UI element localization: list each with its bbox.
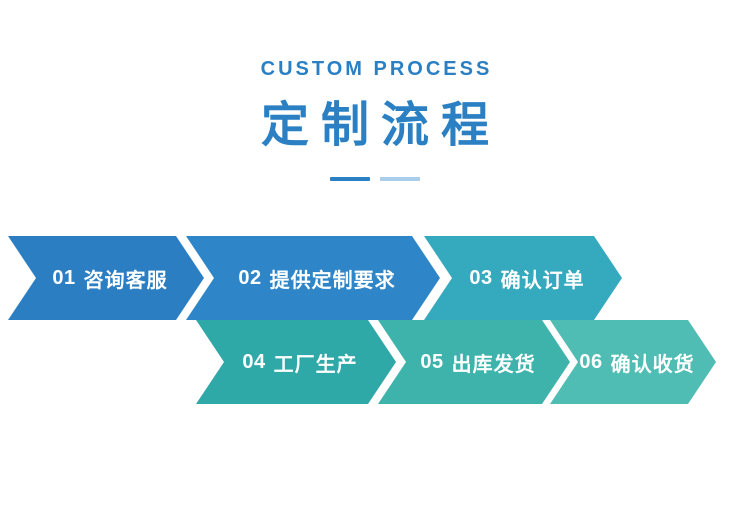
step-number: 04 <box>242 350 266 373</box>
step-label: 确认订单 <box>500 269 585 292</box>
process-step: 03 确认订单 <box>424 236 622 320</box>
step-number: 05 <box>420 350 444 373</box>
title-divider <box>0 177 750 182</box>
section-subtitle: CUSTOM PROCESS <box>260 58 493 80</box>
page-title: 定制流程 <box>260 99 501 152</box>
process-step: 04 工厂生产 <box>196 320 396 404</box>
step-number: 02 <box>238 266 262 289</box>
divider-segment-dark <box>330 177 370 182</box>
step-label: 工厂生产 <box>273 353 358 376</box>
step-label: 咨询客服 <box>83 269 168 292</box>
step-number: 01 <box>52 266 76 289</box>
step-number: 03 <box>469 266 493 289</box>
process-step: 01 咨询客服 <box>8 236 204 320</box>
process-step: 06 确认收货 <box>550 320 716 404</box>
step-label: 出库发货 <box>451 353 536 376</box>
divider-segment-light <box>380 177 420 182</box>
header: CUSTOM PROCESS 定制流程 <box>0 0 750 182</box>
process-flow: 01 咨询客服 02 提供定制要求 03 确认订单 04 工厂生产 05 出库发… <box>0 236 750 404</box>
step-label: 提供定制要求 <box>269 269 396 292</box>
process-step: 05 出库发货 <box>378 320 570 404</box>
step-label: 确认收货 <box>610 353 695 376</box>
step-number: 06 <box>579 350 603 373</box>
process-step: 02 提供定制要求 <box>186 236 440 320</box>
